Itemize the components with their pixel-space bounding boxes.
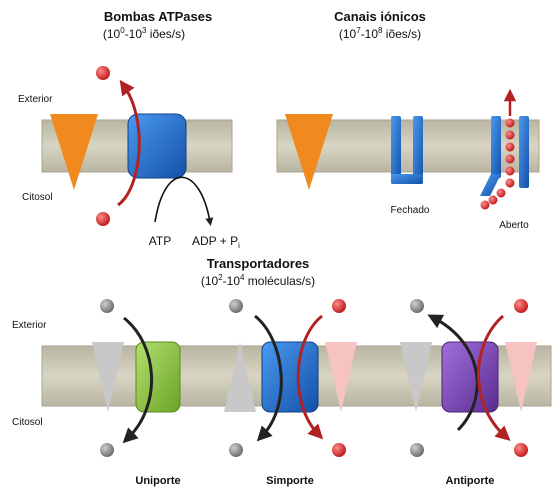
atpase-pump [127,113,187,179]
antiport-solute-cytosol [410,443,424,457]
symport-transporter [261,341,319,413]
antiport-ion-arrow [477,314,511,441]
antiport-grey-channel [400,342,432,412]
uniport-solute-exterior [100,299,114,313]
open-channel [480,116,529,196]
channel-ion-stream [480,118,515,210]
symport-ion-exterior [332,299,346,313]
antiport-solute-exterior [410,299,424,313]
adp-label: ADP + Pi [192,234,240,250]
antiport-solute-arrow [427,314,479,432]
uniport-arrow [122,316,154,444]
atp-label: ATP [149,234,171,248]
uniport-grey-channel [92,342,124,412]
symport-ion-cytosol [332,443,346,457]
pumps-title: Bombas ATPases [104,9,212,24]
cytosol-label-pumps: Citosol [22,192,53,203]
channels-rate: (107-108 iões/s) [339,26,421,41]
pumps-orange-channel [50,114,98,190]
channels-title: Canais iónicos [334,9,426,24]
channels-orange-channel [285,114,333,190]
symport-pink-channel [325,342,357,412]
antiport-ion-cytosol [514,443,528,457]
uniport-solute-cytosol [100,443,114,457]
pumps-rate: (100-103 iões/s) [103,26,185,41]
pumps-ion-exterior [96,66,110,80]
pumps-ion-arrow [117,79,141,207]
antiport-label: Antiporte [446,475,495,487]
uniport-transporter [135,341,181,413]
transporters-title: Transportadores [207,256,310,271]
uniport-label: Uniporte [135,475,180,487]
symport-solute-cytosol [229,443,243,457]
antiport-ion-exterior [514,299,528,313]
antiport-pink-channel [505,342,537,412]
symport-solute-exterior [229,299,243,313]
symport-grey-channel [224,342,256,412]
open-label: Aberto [499,220,529,231]
cytosol-label-transporters: Citosol [12,417,43,428]
exterior-label-pumps: Exterior [18,94,53,105]
symport-label: Simporte [266,475,314,487]
exterior-label-transporters: Exterior [12,320,47,331]
closed-label: Fechado [391,205,430,216]
transporters-rate: (102-104 moléculas/s) [201,273,315,288]
symport-ion-arrow [296,314,324,440]
pumps-ion-cytosol [96,212,110,226]
closed-channel [391,116,423,184]
atp-hydrolysis-arrow [154,176,214,226]
symport-solute-arrow [254,314,283,442]
